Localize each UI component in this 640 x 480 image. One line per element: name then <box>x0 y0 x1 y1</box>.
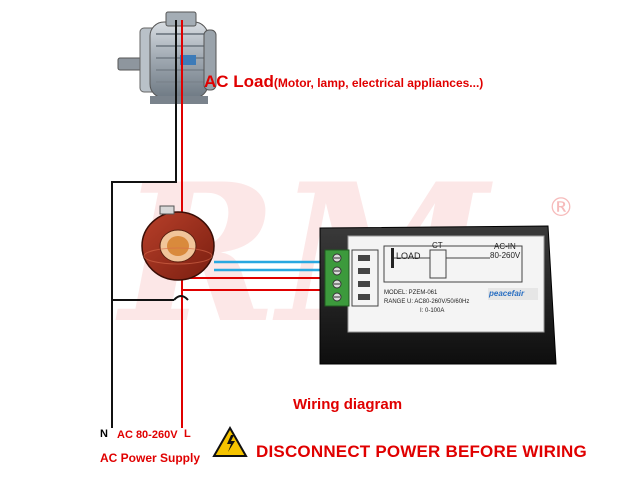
meter-acin-range: 80-260V <box>490 251 521 260</box>
meter-model-line: MODEL: PZEM-061 <box>384 290 438 296</box>
wiring-caption: Wiring diagram <box>293 396 403 413</box>
live-label: L <box>184 428 191 440</box>
power-meter <box>319 225 557 365</box>
neutral-wire <box>111 20 177 428</box>
neutral-label: N <box>100 428 108 440</box>
power-supply-label: AC Power Supply <box>100 451 201 465</box>
wire-crossover <box>173 295 189 301</box>
meter-ct-label: CT <box>432 241 443 250</box>
load-title-sub: (Motor, lamp, electrical appliances...) <box>273 76 484 90</box>
meter-brand-logo: peacefair <box>489 289 525 298</box>
motor-icon <box>117 11 217 104</box>
warning-icon <box>212 425 248 457</box>
meter-load-label: LOAD <box>396 251 421 261</box>
registered-mark: ® <box>548 193 574 223</box>
meter-range-voltage: RANGE U: AC80-260V/50/60Hz <box>384 299 470 305</box>
load-title-main: AC Load <box>204 72 274 91</box>
meter-acin-label: AC-IN <box>494 242 516 251</box>
warning-text: DISCONNECT POWER BEFORE WIRING <box>256 442 587 461</box>
schematic-box <box>383 245 523 283</box>
current-transformer-icon <box>141 205 215 281</box>
meter-range-current: I: 0-100A <box>420 308 445 314</box>
load-title: AC Load(Motor, lamp, electrical applianc… <box>204 72 483 92</box>
ac-range-label: AC 80-260V <box>117 429 178 441</box>
